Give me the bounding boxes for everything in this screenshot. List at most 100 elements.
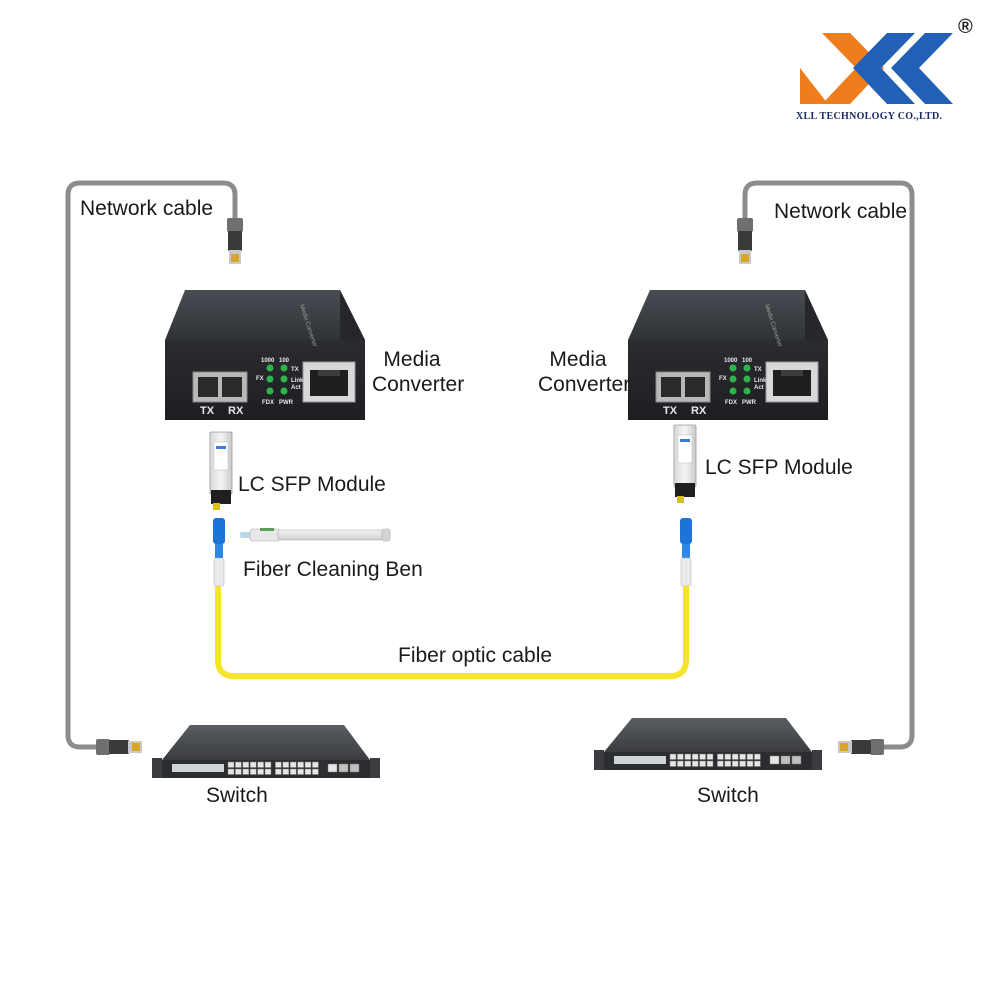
led-label-1000-right: 1000 [724, 358, 738, 364]
lc-connector-left [213, 518, 225, 587]
fiber-cleaning-pen [240, 528, 391, 542]
port-tx-label-left: TX [200, 405, 215, 417]
switch-port [684, 760, 692, 767]
label-sfp-left: LC SFP Module [238, 473, 386, 496]
switch-port [264, 768, 272, 775]
media-converter-right: Media Converter TX RX 1000 100 TX FX Lin… [628, 290, 828, 420]
switch-port [746, 753, 754, 760]
switch-port [235, 768, 242, 775]
switch-port [297, 761, 304, 768]
switch-port [699, 760, 706, 767]
switch-port [677, 753, 684, 760]
switch-port [739, 753, 746, 760]
logo-blue-stroke-1 [853, 33, 915, 104]
switch-uplink-port [769, 755, 780, 765]
port-tx-label-right: TX [663, 405, 678, 417]
label-switch-right: Switch [697, 784, 759, 807]
switch-port [754, 760, 761, 767]
label-network-cable-left: Network cable [80, 197, 214, 220]
company-logo [800, 33, 953, 104]
fiber-optic-cable [215, 572, 689, 679]
led-label-link-left: Link/ [291, 378, 305, 384]
label-sfp-right: LC SFP Module [705, 456, 853, 479]
switch-port [731, 760, 739, 767]
led-label-act-right: Act [754, 385, 764, 391]
switch-port [717, 753, 724, 760]
switch-uplink-port [327, 763, 338, 773]
logo-orange-stroke-2 [800, 68, 828, 104]
switch-port [699, 753, 706, 760]
switch-uplink-port [780, 755, 791, 765]
switch-port [257, 768, 264, 775]
switch-port [706, 760, 714, 767]
switch-port [235, 761, 242, 768]
switch-port [242, 761, 250, 768]
switch-port [677, 760, 684, 767]
switch-port [669, 753, 677, 760]
switch-port [275, 768, 282, 775]
label-media-right: Media [549, 348, 607, 371]
switch-port [227, 768, 235, 775]
switch-port [227, 761, 235, 768]
label-network-cable-right: Network cable [774, 200, 908, 223]
led-label-100-left: 100 [279, 358, 290, 364]
switch-port [264, 761, 272, 768]
switch-port [691, 753, 699, 760]
switch-port [242, 768, 250, 775]
switch-uplink-port [338, 763, 349, 773]
switch-port [275, 761, 282, 768]
switch-port [282, 768, 290, 775]
switch-port [669, 760, 677, 767]
port-rx-label-right: RX [691, 405, 707, 417]
label-media-converter-right: Media Converter [538, 347, 631, 397]
switch-port [691, 760, 699, 767]
switch-port [724, 760, 732, 767]
label-fiber-optic-cable: Fiber optic cable [398, 644, 553, 667]
led-label-act-left: Act [291, 385, 301, 391]
switch-port [282, 761, 290, 768]
led-label-fdx-right: FDX [725, 400, 737, 406]
switch-port [746, 760, 754, 767]
led-label-1000-left: 1000 [261, 358, 275, 364]
logo-blue-stroke-2 [891, 33, 953, 104]
led-label-fdx-left: FDX [262, 400, 274, 406]
rj45-plug-bottom-right [838, 739, 884, 755]
switch-port [304, 768, 312, 775]
switch-port [724, 753, 732, 760]
switch-port [297, 768, 304, 775]
switch-port [731, 753, 739, 760]
rj45-plug-top-left [227, 218, 243, 264]
switch-port [684, 753, 692, 760]
switch-uplink-port [791, 755, 802, 765]
switch-port [289, 761, 297, 768]
registered-trademark: ® [958, 16, 973, 38]
switch-port [249, 768, 257, 775]
port-rx-label-left: RX [228, 405, 244, 417]
company-name: XLL TECHNOLOGY CO.,LTD. [796, 111, 943, 122]
rj45-plug-bottom-left [96, 739, 142, 755]
led-label-fx-right: FX [719, 376, 727, 382]
led-label-tx-left: TX [291, 367, 299, 373]
switch-port [739, 760, 746, 767]
network-cable-right [742, 180, 915, 750]
switch-port [304, 761, 312, 768]
label-media-left: Media [383, 348, 441, 371]
switch-port [257, 761, 264, 768]
rj45-plug-top-right [737, 218, 753, 264]
network-switch-right [594, 718, 822, 770]
switch-port [312, 768, 319, 775]
label-converter-right: Converter [538, 373, 631, 397]
led-label-tx-right: TX [754, 367, 762, 373]
led-label-link-right: Link/ [754, 378, 768, 384]
switch-port [249, 761, 257, 768]
switch-port [706, 753, 714, 760]
network-switch-left [152, 725, 380, 778]
network-cable-left [65, 180, 238, 750]
label-fiber-cleaning-pen: Fiber Cleaning Ben [243, 558, 423, 581]
label-media-converter-left: Media Converter [372, 347, 465, 397]
led-label-fx-left: FX [256, 376, 264, 382]
label-converter-left: Converter [372, 373, 465, 397]
sfp-module-right [673, 424, 697, 503]
switch-port [289, 768, 297, 775]
